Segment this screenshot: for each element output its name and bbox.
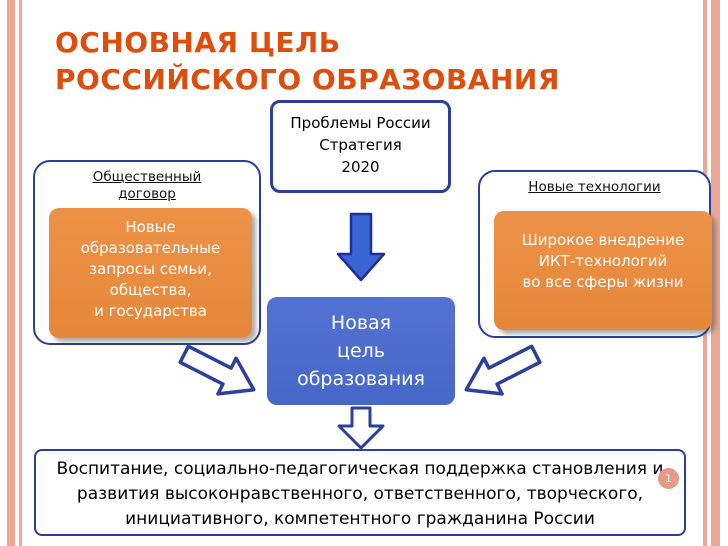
right-edge-stripe-outer [711, 0, 720, 546]
center-box-line: цель [337, 340, 385, 362]
left-card-line: общества, [109, 281, 192, 299]
left-card-line: Новые [125, 218, 176, 236]
right-card-line: Широкое внедрение [521, 231, 685, 249]
bottom-box-line: Воспитание, социально-педагогическая под… [56, 459, 664, 479]
slide-title-line1: ОСНОВНАЯ ЦЕЛЬ [55, 26, 341, 59]
slide-title: ОСНОВНАЯ ЦЕЛЬ РОССИЙСКОГО ОБРАЗОВАНИЯ [55, 24, 675, 98]
bottom-box-line: развития высоконравственного, ответствен… [76, 484, 644, 504]
left-edge-stripe-outer [7, 0, 15, 546]
right-card-line: во все сферы жизни [522, 273, 684, 291]
public-contract-label: Общественный договор [35, 169, 259, 203]
public-contract-label-line2: договор [118, 186, 176, 202]
new-technologies-label: Новые технологии [480, 179, 709, 196]
new-technologies-label-text: Новые технологии [528, 179, 661, 195]
strategy-2020-box: Проблемы России Стратегия 2020 [270, 100, 451, 193]
left-card-line: запросы семьи, [89, 260, 212, 278]
new-goal-of-education-box: Новая цель образования [267, 297, 455, 405]
slide-title-line2: РОССИЙСКОГО ОБРАЗОВАНИЯ [55, 63, 560, 96]
bottom-box-line: инициативного, компетентного гражданина … [125, 509, 595, 529]
left-card-line: образовательные [80, 239, 221, 257]
strategy-box-line: 2020 [341, 158, 380, 176]
public-contract-group-box: Общественный договор Новые образовательн… [33, 160, 261, 345]
new-technologies-group-box: Новые технологии Широкое внедрение ИКТ-т… [478, 170, 712, 338]
center-box-line: образования [297, 368, 425, 390]
new-educational-demands-card: Новые образовательные запросы семьи, общ… [49, 208, 252, 338]
center-box-line: Новая [330, 312, 392, 334]
arrow-left-from-right-card-icon [456, 335, 545, 410]
strategy-box-line: Стратегия [319, 136, 402, 154]
ikt-introduction-card: Широкое внедрение ИКТ-технологий во все … [494, 211, 712, 330]
left-edge-stripe-inner [19, 0, 22, 546]
public-contract-label-line1: Общественный [92, 169, 202, 185]
arrow-down-from-strategy-icon [336, 212, 386, 282]
arrow-right-from-left-card-icon [174, 335, 263, 410]
strategy-box-line: Проблемы России [290, 114, 431, 132]
page-number-badge: 1 [658, 468, 679, 489]
right-card-line: ИКТ-технологий [538, 252, 668, 270]
upbringing-statement-box: Воспитание, социально-педагогическая под… [34, 449, 686, 536]
arrow-down-to-bottom-box-icon [337, 406, 385, 450]
left-card-line: и государства [94, 302, 207, 320]
